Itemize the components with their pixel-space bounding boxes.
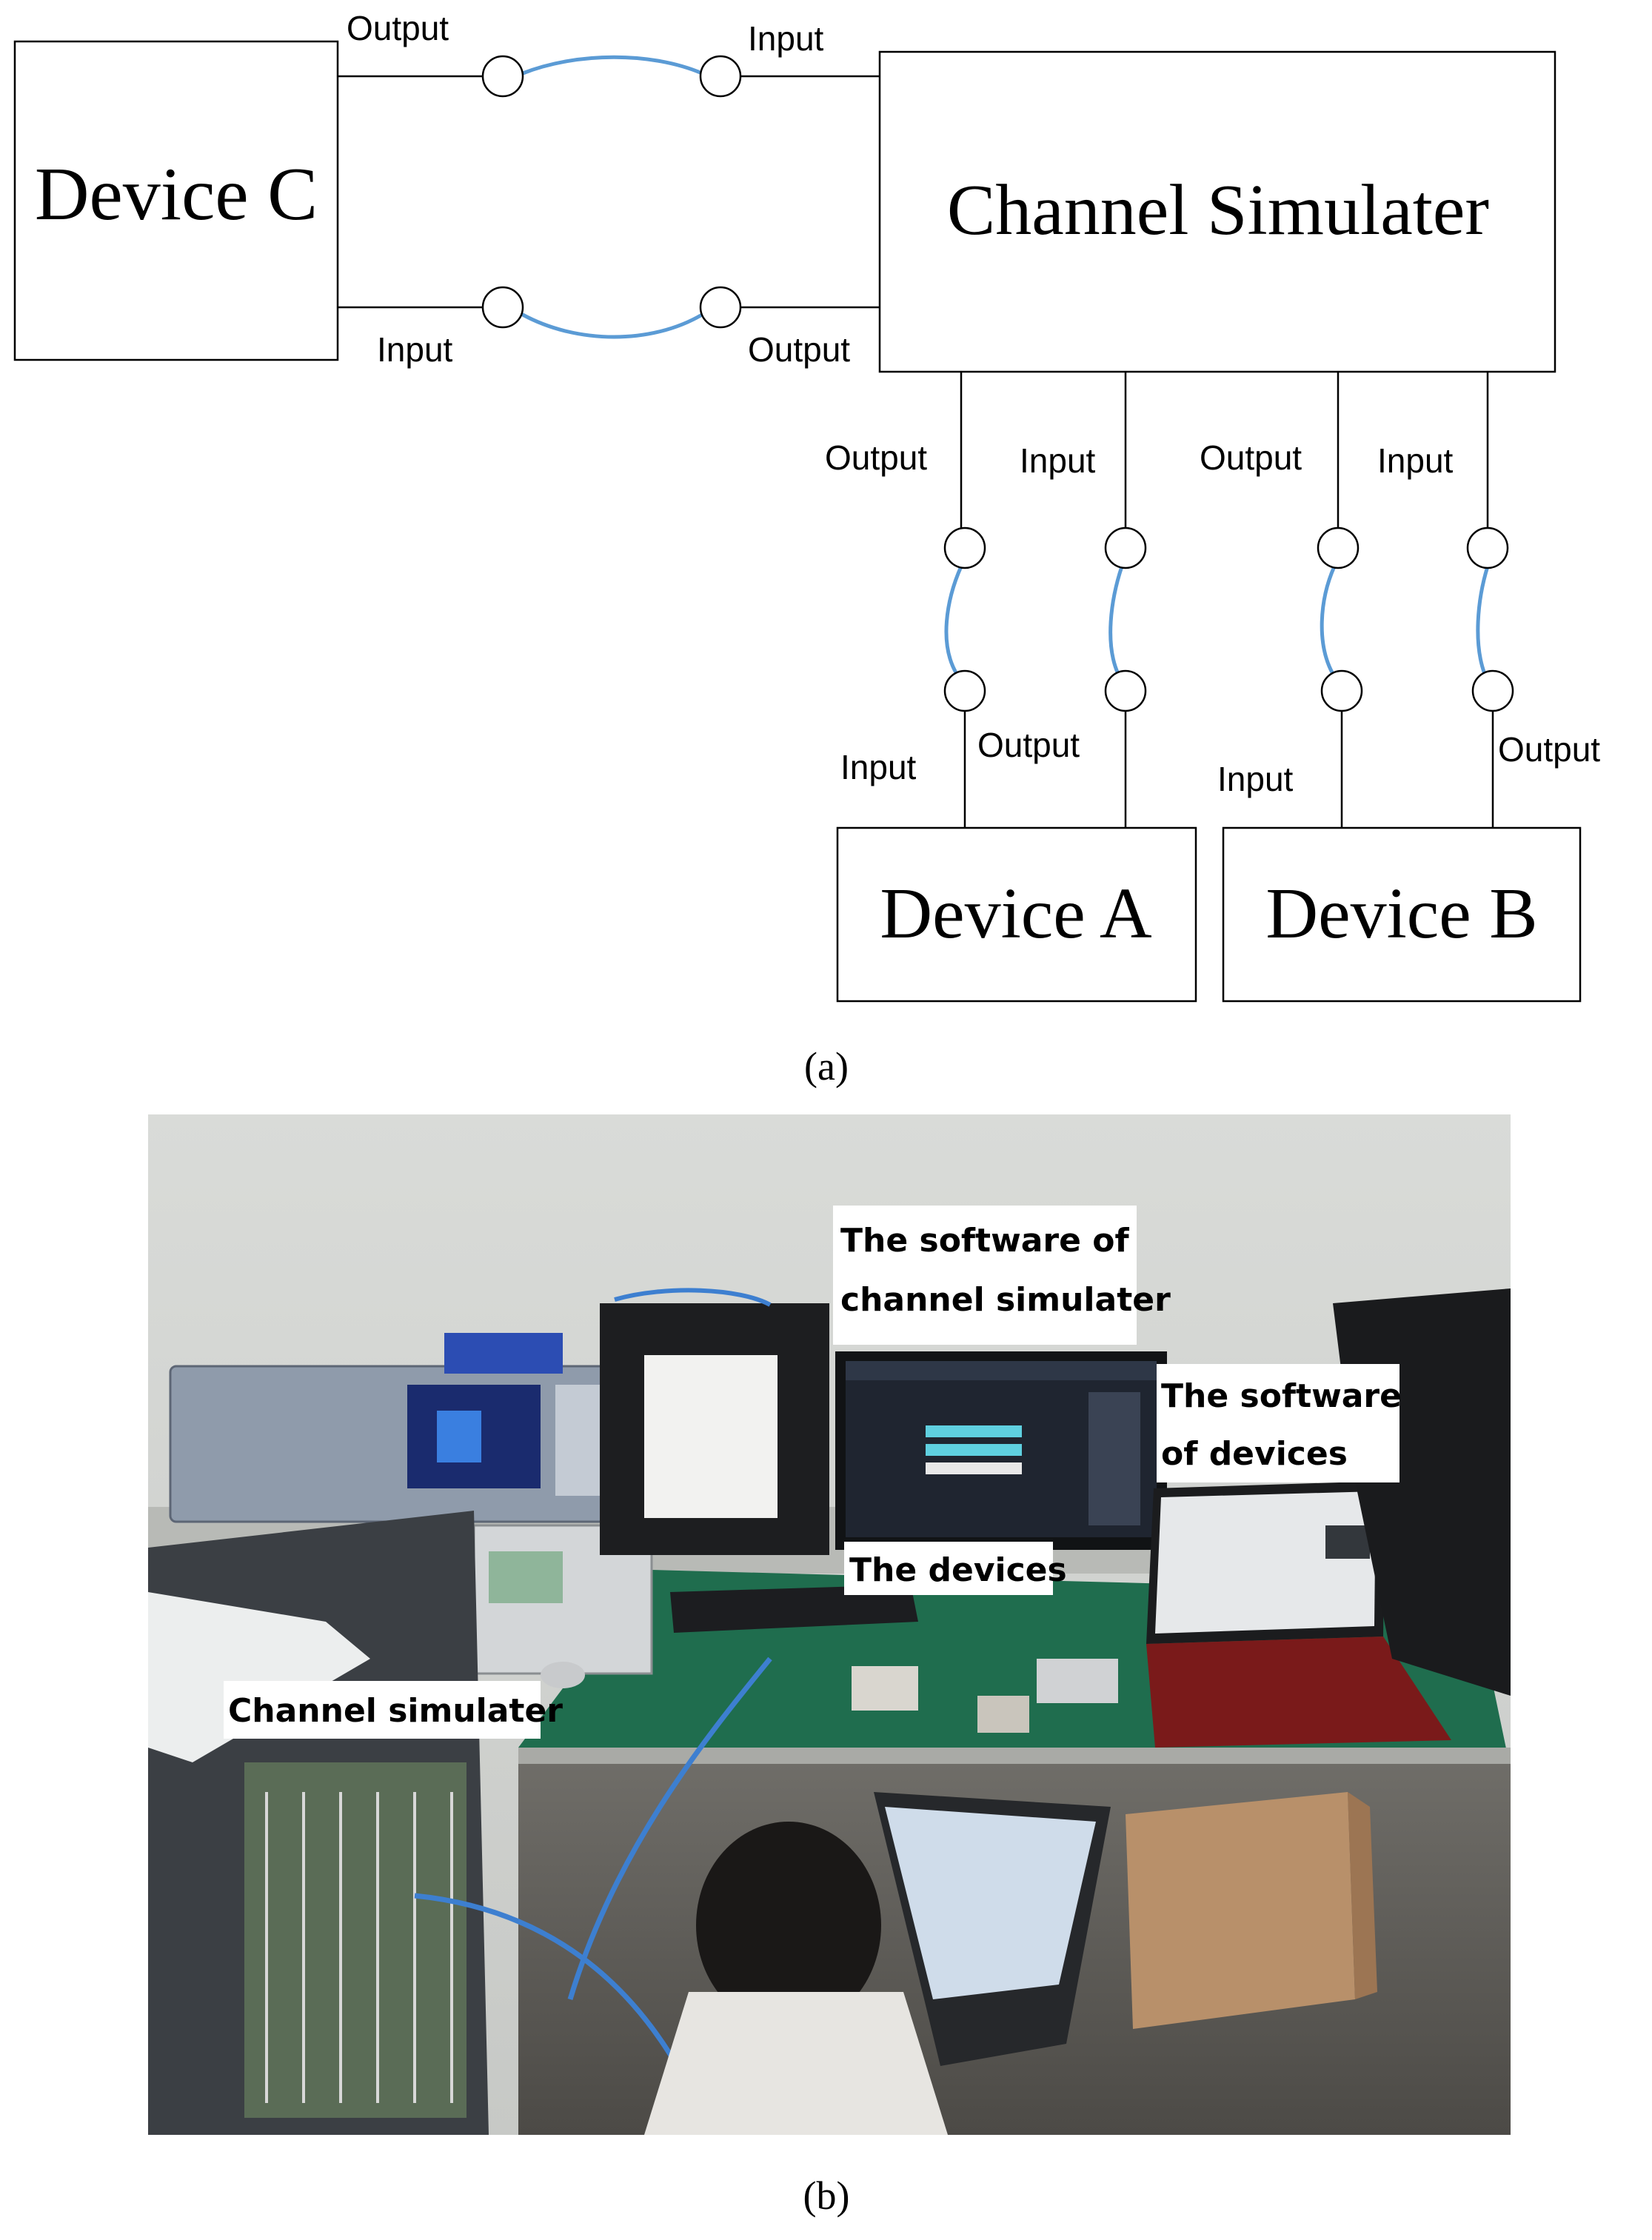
label-a-input: Input <box>840 748 917 786</box>
label-dev-software-line1: The software <box>1161 1377 1402 1415</box>
caption-a: (a) <box>804 1044 849 1089</box>
panel-a-diagram: Device C Channel Simulater Device A Devi… <box>13 9 1600 1089</box>
label-cs-from-a-input: Input <box>1020 441 1096 480</box>
caption-b: (b) <box>803 2173 850 2218</box>
label-cs-to-a-output: Output <box>825 438 927 477</box>
device-board-2 <box>977 1696 1029 1733</box>
device-a-box <box>836 826 1197 1003</box>
cable-a-1 <box>944 564 963 676</box>
label-a-output: Output <box>977 726 1080 764</box>
panel-b-photo: The software of channel simulater The so… <box>148 1114 1511 2135</box>
cardboard-box <box>1126 1792 1355 2029</box>
paper-on-tower <box>644 1355 777 1518</box>
device-b-box <box>1222 826 1582 1003</box>
label-dev-software-line2: of devices <box>1161 1435 1348 1473</box>
label-b-input: Input <box>1217 760 1294 798</box>
label-box-devices <box>844 1542 1053 1595</box>
cable-a-2 <box>1108 564 1124 676</box>
label-b-output: Output <box>1498 730 1600 769</box>
port-a-in <box>943 669 986 712</box>
keyboard <box>670 1585 918 1633</box>
channel-simulator-box <box>878 50 1556 373</box>
label-box-dev-software <box>1157 1364 1399 1482</box>
label-box-channel-simulator <box>224 1681 541 1739</box>
cable-bottom <box>521 312 704 339</box>
device-board-1 <box>852 1666 918 1711</box>
mouse <box>541 1662 585 1688</box>
port-cs-top <box>699 55 742 98</box>
port-cs-b-in <box>1466 526 1509 569</box>
port-cs-a-in <box>1104 526 1147 569</box>
port-c-bottom <box>481 286 524 329</box>
label-cs-from-b-input: Input <box>1377 441 1454 480</box>
label-cs-to-b-output: Output <box>1200 438 1302 477</box>
small-blue-unit <box>444 1333 563 1374</box>
person-head <box>696 1822 881 2029</box>
cable-b-1 <box>1320 564 1337 676</box>
port-cs-bottom <box>699 286 742 329</box>
label-channel-simulator: Channel simulater <box>228 1692 563 1730</box>
cable-top <box>521 55 704 76</box>
label-devices: The devices <box>849 1551 1067 1589</box>
device-c-box <box>13 40 339 361</box>
port-b-in <box>1320 669 1363 712</box>
port-cs-a-out <box>943 526 986 569</box>
device-c-label: Device C <box>35 153 318 236</box>
device-b-label: Device B <box>1265 874 1537 954</box>
label-c-top-output: Output <box>347 9 449 47</box>
label-cs-software-line1: The software of <box>840 1222 1130 1260</box>
label-c-bottom-input: Input <box>377 330 453 369</box>
port-b-out <box>1471 669 1514 712</box>
port-a-out <box>1104 669 1147 712</box>
label-box-cs-software <box>833 1206 1137 1345</box>
laptop-right-base <box>1146 1636 1451 1748</box>
rack-modules <box>244 1762 466 2118</box>
port-cs-b-out <box>1317 526 1360 569</box>
desk-edge <box>518 1748 1511 1764</box>
label-cs-software-line2: channel simulater <box>840 1281 1171 1319</box>
label-cs-bottom-output: Output <box>748 330 850 369</box>
cable-b-2 <box>1476 564 1490 676</box>
laptop-right-screen <box>1155 1491 1376 1634</box>
label-cs-top-input: Input <box>748 19 824 58</box>
port-c-top <box>481 55 524 98</box>
person-shirt <box>644 1992 948 2135</box>
channel-simulator-label: Channel Simulater <box>947 170 1489 250</box>
device-a-label: Device A <box>880 874 1152 954</box>
laptop-front-screen <box>885 1807 1096 1999</box>
